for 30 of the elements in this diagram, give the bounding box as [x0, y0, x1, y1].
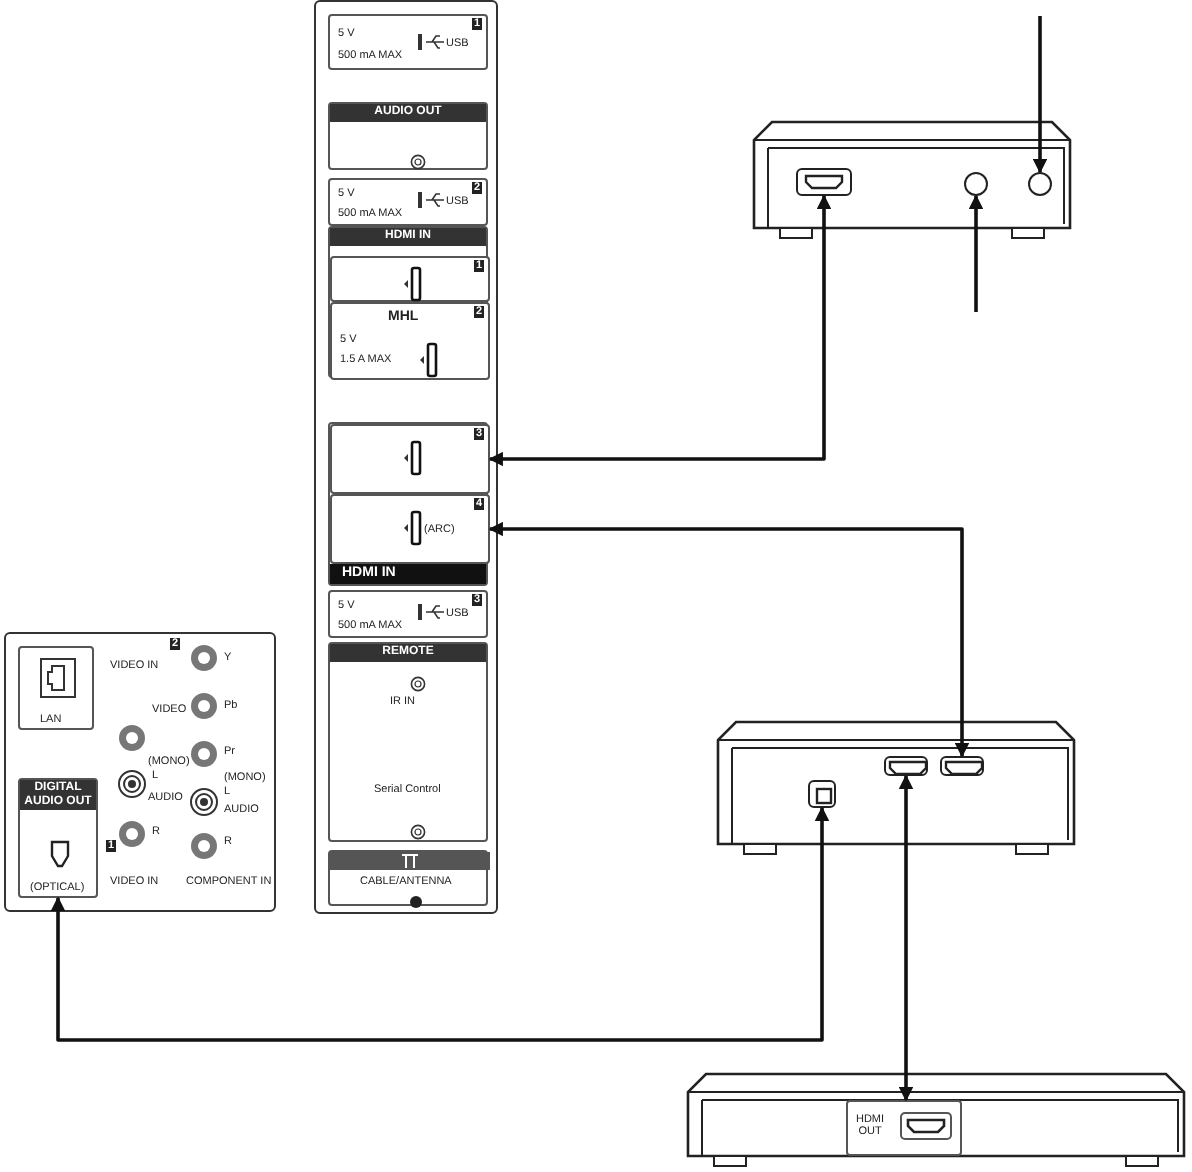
player-device — [686, 1072, 1186, 1168]
remote-panel — [328, 642, 488, 842]
av-receiver — [716, 720, 1076, 856]
hdmi-port — [330, 424, 490, 494]
hdmi-input-panel — [328, 226, 488, 378]
usb-port-panel — [328, 178, 488, 226]
hdmi-port — [940, 756, 984, 776]
optical-audio-output — [18, 778, 98, 898]
antenna-input-panel — [328, 850, 488, 906]
cable-arrow — [1032, 16, 1048, 174]
hdmi-output-port — [796, 168, 852, 196]
hdmi-port — [330, 256, 490, 302]
cable-box — [752, 120, 1072, 240]
hdmi-port — [330, 494, 490, 564]
optical-input-port — [808, 780, 836, 808]
cable-arrow — [488, 194, 832, 467]
connector-panel — [314, 0, 498, 914]
hdmi-output-port — [846, 1100, 962, 1156]
cable-arrow — [968, 194, 984, 312]
usb-port-panel — [328, 590, 488, 638]
hdmi-input-panel — [328, 422, 488, 586]
usb-port-panel — [328, 14, 488, 70]
lan-port — [18, 646, 94, 730]
connector-panel — [4, 632, 276, 912]
hdmi-port — [330, 302, 490, 380]
cable-arrow — [50, 806, 830, 1042]
hdmi-port — [884, 756, 928, 776]
cable-arrow — [488, 521, 970, 758]
cable-arrow — [898, 774, 914, 1102]
audio-out-panel — [328, 102, 488, 170]
